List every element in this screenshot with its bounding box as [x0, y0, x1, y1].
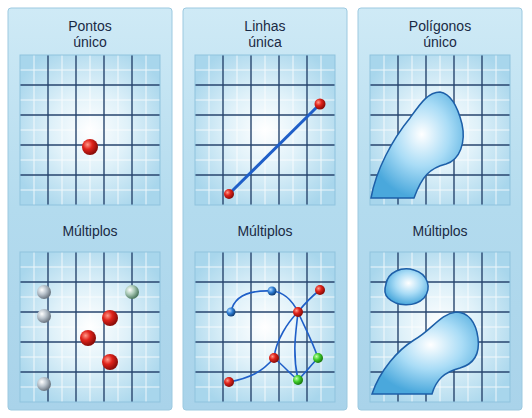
- panel-heading: Polígonos único: [402, 18, 478, 50]
- panel-column: Polígonos únicoMúltiplos: [358, 8, 522, 410]
- panel-subheading: Múltiplos: [200, 223, 330, 239]
- panel-column: Linhas únicaMúltiplos: [183, 8, 347, 410]
- panel-heading: Pontos único: [52, 18, 128, 50]
- panel-subheading: Múltiplos: [375, 223, 505, 239]
- panel-subheading: Múltiplos: [25, 223, 155, 239]
- panel-column: Pontos únicoMúltiplos: [8, 8, 172, 410]
- panel-heading: Linhas única: [227, 18, 303, 50]
